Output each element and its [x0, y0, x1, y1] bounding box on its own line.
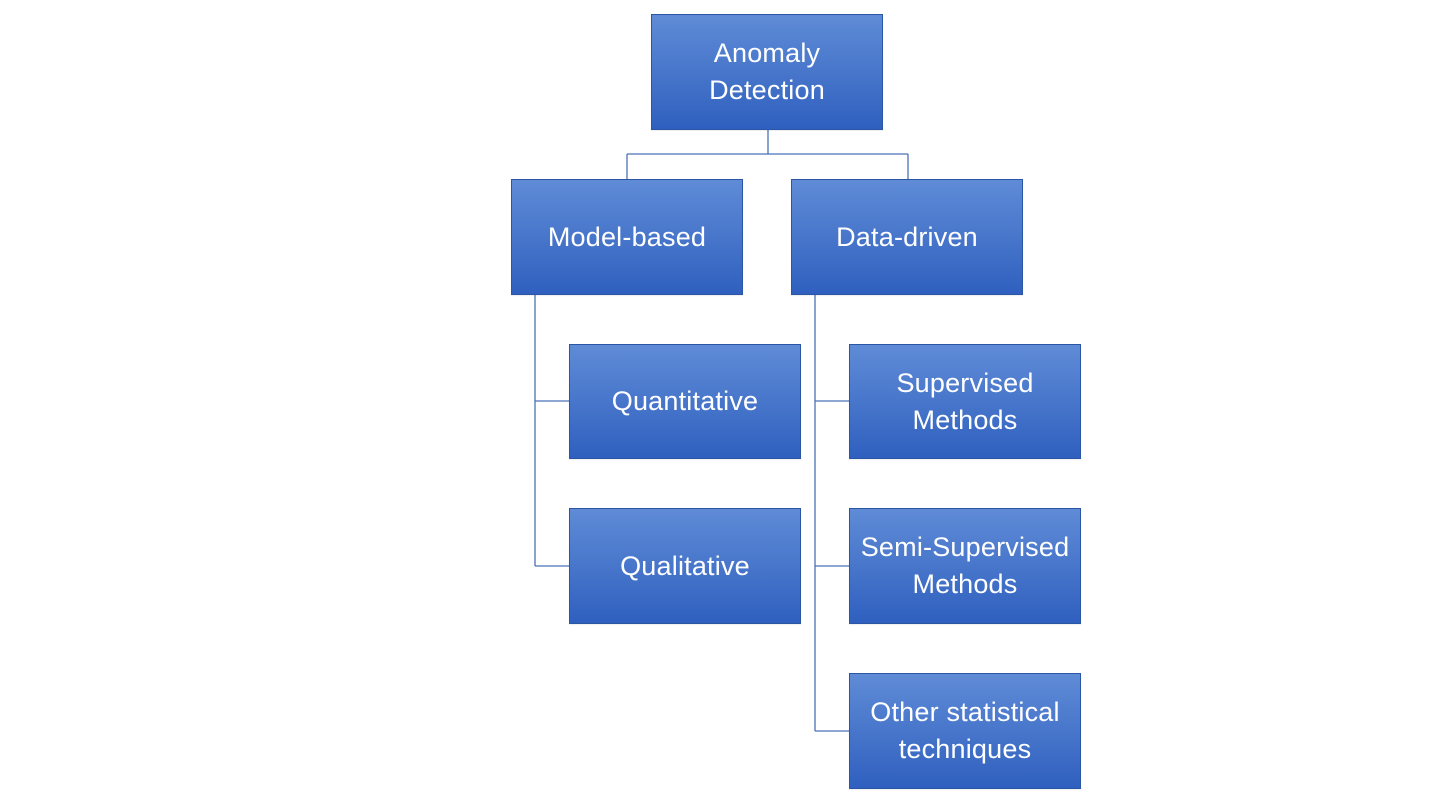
node-quantitative: Quantitative: [569, 344, 801, 459]
node-label: Qualitative: [620, 550, 750, 581]
node-model-based: Model-based: [511, 179, 743, 295]
node-label: Other statistical techniques: [870, 697, 1060, 764]
node-label: Model-based: [547, 221, 707, 252]
node-label: Anomaly Detection: [709, 38, 825, 105]
node-data-driven: Data-driven: [791, 179, 1023, 295]
node-label: Semi-Supervised Methods: [860, 532, 1070, 599]
node-label: Quantitative: [611, 386, 759, 416]
node-other-statistical-techniques: Other statistical techniques: [849, 673, 1081, 789]
node-qualitative: Qualitative: [569, 508, 801, 624]
node-label: Supervised Methods: [896, 367, 1034, 435]
node-semi-supervised-methods: Semi-Supervised Methods: [849, 508, 1081, 624]
node-anomaly-detection: Anomaly Detection: [651, 14, 883, 130]
node-label: Data-driven: [836, 221, 978, 252]
node-supervised-methods: Supervised Methods: [849, 344, 1081, 459]
